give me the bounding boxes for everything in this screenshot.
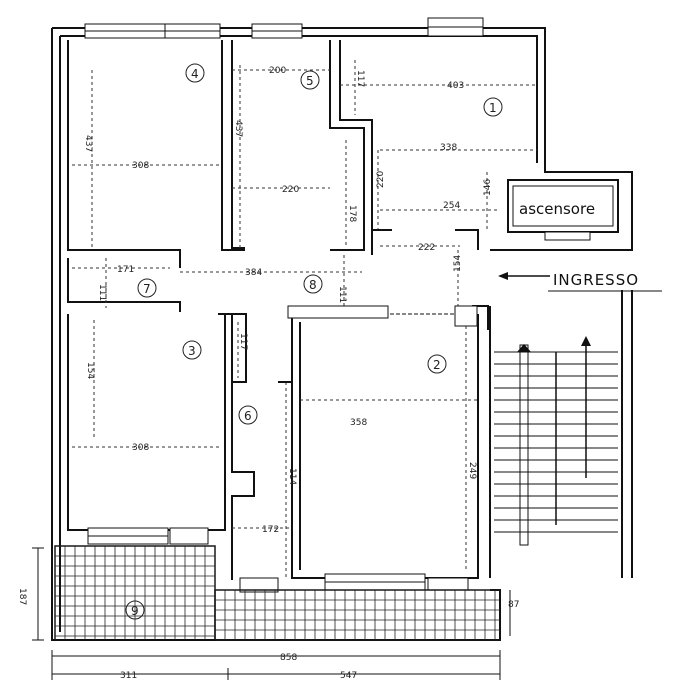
dim-8-width: 384 xyxy=(245,268,262,278)
room-1 xyxy=(340,60,537,250)
dim-1-height2: 220 xyxy=(376,171,386,188)
elevator-label: ascensore xyxy=(519,200,595,218)
room-number-9: 9 xyxy=(131,604,139,618)
dim-right-width: 547 xyxy=(340,671,357,681)
room-number-6: 6 xyxy=(244,409,252,423)
entrance-label: INGRESSO xyxy=(553,271,639,289)
dim-7-height: 111 xyxy=(97,284,107,301)
room-2 xyxy=(239,305,479,593)
stairwell xyxy=(489,290,633,578)
entrance-arrow xyxy=(498,272,662,292)
dim-closet-height: 178 xyxy=(347,205,357,222)
dim-side-height: 87 xyxy=(508,600,519,610)
elevator xyxy=(507,179,619,241)
dim-8-door: 154 xyxy=(453,255,463,272)
room-3 xyxy=(67,314,226,545)
dim-lift-height: 146 xyxy=(483,179,493,196)
dim-2-left: 114 xyxy=(287,468,297,485)
room-number-4: 4 xyxy=(191,67,199,81)
room-number-2: 2 xyxy=(433,358,441,372)
dim-1-bottom: 222 xyxy=(418,243,435,253)
windows-top xyxy=(84,17,484,39)
dim-left-width: 311 xyxy=(120,671,137,681)
room-number-1: 1 xyxy=(489,101,497,115)
dim-3-width: 308 xyxy=(132,443,149,453)
dim-7-width: 171 xyxy=(117,265,134,275)
room-number-3: 3 xyxy=(188,344,196,358)
bottom-dimensions xyxy=(32,547,511,680)
dim-2-width: 358 xyxy=(350,418,367,428)
dim-1-height: 117 xyxy=(355,70,365,87)
room-number-8: 8 xyxy=(309,278,317,292)
room-6 xyxy=(218,313,292,580)
room-4 xyxy=(67,40,245,268)
dim-5-inner: 220 xyxy=(282,185,299,195)
room-number-5: 5 xyxy=(306,74,314,88)
dim-5-width: 200 xyxy=(269,66,286,76)
room-5 xyxy=(231,40,373,255)
dim-6-width: 172 xyxy=(262,525,279,535)
dim-6-height: 117 xyxy=(238,333,248,350)
dimension-labels: 403 338 117 220 146 254 222 308 437 200 … xyxy=(17,66,519,681)
dim-4-height: 437 xyxy=(83,135,93,152)
dim-3-height: 154 xyxy=(85,362,95,379)
dim-lift-width: 254 xyxy=(443,201,460,211)
room-number-7: 7 xyxy=(143,282,151,296)
room-numbers: 1 2 3 4 5 6 7 8 9 xyxy=(125,63,503,620)
dim-1-inner: 338 xyxy=(440,143,457,153)
dim-4-width: 308 xyxy=(132,161,149,171)
dim-total-width: 858 xyxy=(280,653,297,663)
corridor xyxy=(67,250,489,330)
dim-1-width: 403 xyxy=(447,81,464,91)
dim-5-height: 437 xyxy=(233,120,243,137)
dim-terrace-height: 187 xyxy=(17,588,27,605)
dim-2-height: 249 xyxy=(467,462,477,479)
terrace xyxy=(54,545,501,641)
dim-8-height: 111 xyxy=(337,286,347,303)
